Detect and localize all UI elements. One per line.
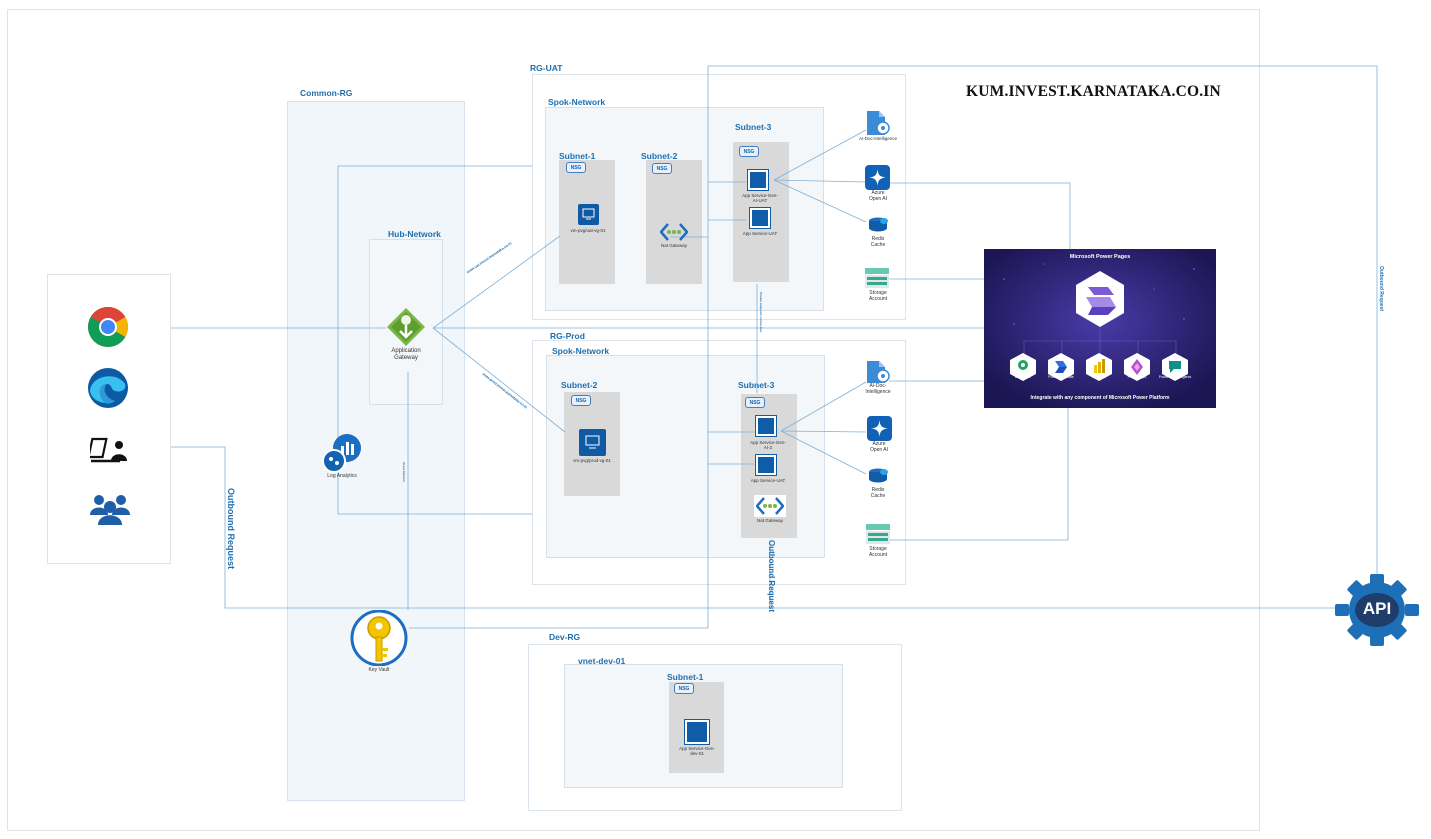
power-bi-label: Power BI xyxy=(1091,375,1107,379)
power-automate-label: Power Automate xyxy=(1048,375,1074,379)
uat-subnet3-label: Subnet-3 xyxy=(735,122,772,132)
uat-openai-label-1: Azure xyxy=(871,190,885,196)
power-pages-footer: Integrate with any component of Microsof… xyxy=(1030,395,1170,401)
dataverse-label: Dataverse xyxy=(1015,375,1031,379)
uat-storage-account-icon[interactable] xyxy=(865,268,889,288)
dev-app-service-icon[interactable] xyxy=(684,719,710,745)
private-link-label: Private endpoint connection xyxy=(759,292,763,333)
power-pages-title: Microsoft Power Pages xyxy=(1069,254,1131,260)
uat-nat-gateway-icon[interactable] xyxy=(660,222,688,242)
prod-nat-gateway-icon[interactable] xyxy=(754,495,786,517)
prod-subnet2-label: Subnet-2 xyxy=(561,380,598,390)
common-rg-box xyxy=(287,101,465,801)
power-apps-label: Power Apps xyxy=(1127,375,1147,379)
vnet-dev-label: vnet-dev-01 xyxy=(578,656,626,666)
uat-redis-cache-icon[interactable] xyxy=(867,216,889,236)
uat-app-service-genai-icon[interactable] xyxy=(747,169,769,191)
prod-app-service-icon[interactable] xyxy=(755,454,777,476)
power-pages-banner[interactable]: Microsoft Power Pages Dataverse Power Au… xyxy=(984,249,1216,408)
outbound-right-label: Outbound Request xyxy=(1378,266,1384,311)
uat-storage-label-2: Account xyxy=(868,296,888,302)
power-virtual-agents-label: Power Virtual Agents xyxy=(1158,375,1192,379)
uat-ai-doc-label: AI-Doc-Intelligence xyxy=(858,136,898,141)
rg-uat-label: RG-UAT xyxy=(530,63,563,73)
prod-app2-label: App Service-UAT xyxy=(750,478,786,483)
users-group-icon[interactable] xyxy=(89,491,131,527)
uat-openai-label-2: Open AI xyxy=(868,196,888,202)
common-rg-label: Common-RG xyxy=(300,88,353,98)
prod-vm-label: vm-pvg/prod-vg-01 xyxy=(573,458,611,463)
user-laptop-icon[interactable] xyxy=(90,436,130,464)
uat-redis-label-2: Cache xyxy=(870,242,886,248)
uat-storage-label-1: Storage xyxy=(869,290,887,296)
prod-redis-label-1: Redis xyxy=(871,487,885,493)
monitor-label: Azure Monitor xyxy=(402,462,406,483)
prod-subnet2-nsg-icon: NSG xyxy=(571,395,591,406)
prod-openai-label-2: Open AI xyxy=(869,447,889,453)
prod-nat-label: Nat Gateway xyxy=(756,518,783,523)
prod-ai-doc-intelligence-icon[interactable] xyxy=(864,360,890,384)
dev-app-label: App Service-Gen-dev-01 xyxy=(679,746,715,757)
uat-subnet1-label: Subnet-1 xyxy=(559,151,596,161)
uat-redis-label-1: Redis xyxy=(871,236,885,242)
hub-network-label: Hub-Network xyxy=(388,229,441,239)
chrome-icon[interactable] xyxy=(87,306,129,348)
prod-vm-icon[interactable] xyxy=(579,429,606,456)
prod-app1-label: App Service-Gen-AI-2 xyxy=(750,440,786,451)
prod-openai-label-1: Azure xyxy=(872,441,886,447)
uat-subnet3-nsg-icon: NSG xyxy=(739,146,759,157)
key-vault-label: Key Vault xyxy=(368,667,390,673)
uat-ai-doc-intelligence-icon[interactable] xyxy=(864,110,890,136)
uat-subnet2-label: Subnet-2 xyxy=(641,151,678,161)
uat-subnet2-nsg-icon: NSG xyxy=(652,163,672,174)
uat-subnet2-box xyxy=(646,160,702,284)
prod-ai-doc-label-1: AI-Doc- xyxy=(869,383,887,389)
log-analytics-label: Log Analytics xyxy=(327,473,357,479)
api-label: API xyxy=(1362,599,1392,618)
outbound-mid-label: Outbound Request xyxy=(767,540,776,612)
uat-vm-label: vm-pvg/uat-vg-01 xyxy=(570,228,606,233)
dev-rg-label: Dev-RG xyxy=(549,632,581,642)
prod-redis-cache-icon[interactable] xyxy=(867,467,889,487)
uat-azure-openai-icon[interactable] xyxy=(865,165,890,190)
prod-subnet3-label: Subnet-3 xyxy=(738,380,775,390)
spok-network-prod-label: Spok-Network xyxy=(552,346,610,356)
uat-subnet1-nsg-icon: NSG xyxy=(566,162,586,173)
uat-app1-label: App Service-Gen-AI-UAT xyxy=(742,193,778,204)
prod-storage-label-1: Storage xyxy=(869,546,887,552)
dataverse-icon[interactable] xyxy=(1010,353,1036,381)
api-gear-icon[interactable]: API xyxy=(1334,574,1420,646)
outbound-left-label: Outbound Request xyxy=(226,488,236,569)
uat-nat-label: Nat Gateway xyxy=(660,243,687,248)
spok-network-uat-label: Spok-Network xyxy=(548,97,606,107)
power-apps-icon[interactable] xyxy=(1124,353,1150,381)
key-vault-icon[interactable] xyxy=(349,610,409,666)
application-gateway-label: Application Gateway xyxy=(391,348,421,362)
dev-subnet1-label: Subnet-1 xyxy=(667,672,704,682)
application-gateway-icon[interactable] xyxy=(386,307,426,347)
page-title: KUM.INVEST.KARNATAKA.CO.IN xyxy=(966,83,1221,100)
prod-redis-label-2: Cache xyxy=(870,493,886,499)
prod-azure-openai-icon[interactable] xyxy=(867,416,892,441)
dev-subnet1-nsg-icon: NSG xyxy=(674,683,694,694)
uat-app-service-icon[interactable] xyxy=(749,207,771,229)
prod-app-service-genai-icon[interactable] xyxy=(755,415,777,437)
prod-storage-label-2: Account xyxy=(868,552,888,558)
uat-app2-label: App Service-UAT xyxy=(742,231,778,236)
power-virtual-agents-icon[interactable] xyxy=(1162,353,1188,381)
edge-icon[interactable] xyxy=(87,367,129,409)
log-analytics-icon[interactable] xyxy=(322,433,362,473)
power-pages-background xyxy=(984,249,1216,408)
prod-ai-doc-label-2: Intelligence xyxy=(865,389,891,395)
power-automate-icon[interactable] xyxy=(1048,353,1074,381)
power-bi-icon[interactable] xyxy=(1086,353,1112,381)
prod-subnet3-nsg-icon: NSG xyxy=(745,397,765,408)
uat-vm-icon[interactable] xyxy=(578,204,599,225)
rg-prod-label: RG-Prod xyxy=(550,331,585,341)
prod-storage-account-icon[interactable] xyxy=(866,524,890,544)
hub-network-box xyxy=(369,239,443,405)
